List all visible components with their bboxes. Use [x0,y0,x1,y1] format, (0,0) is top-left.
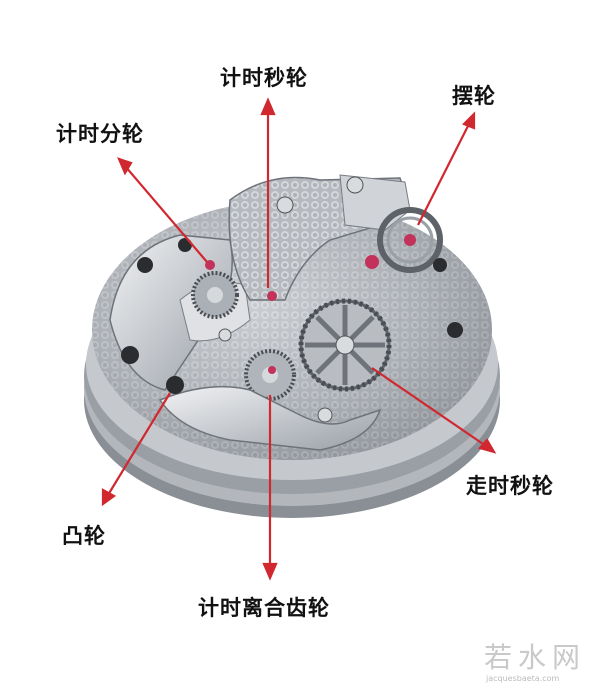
arrow-running-seconds [371,367,487,447]
balance-wheel [377,207,443,273]
running-seconds-wheel [298,298,392,392]
label-cam: 凸轮 [62,524,106,548]
site-watermark: 若水网 [484,641,587,674]
label-balance-wheel: 摆轮 [452,84,496,108]
arrow-balance [417,121,471,226]
arrow-cam [107,392,171,496]
arrow-chrono-minutes [124,165,208,263]
callout-arrows [101,97,497,581]
arrowhead-running-seconds [478,438,497,454]
arrowhead-balance [462,111,476,130]
label-running-seconds-wheel: 走时秒轮 [466,474,554,498]
arrowhead-chrono-seconds-top [260,97,276,116]
chrono-minutes-gear [191,271,239,319]
chrono-clutch-gear [244,349,296,401]
arrowhead-cam [101,488,117,507]
label-chrono-seconds-wheel: 计时秒轮 [220,66,308,90]
jewels [205,255,379,374]
site-watermark-url: jacquesbaeta.com [486,674,560,683]
screws [121,176,463,423]
arrowhead-chrono-minutes [117,157,133,176]
arrowhead-chrono-clutch [262,562,278,581]
label-chrono-minutes-wheel: 计时分轮 [56,122,144,146]
label-chrono-clutch-wheel: 计时离合齿轮 [198,596,330,620]
